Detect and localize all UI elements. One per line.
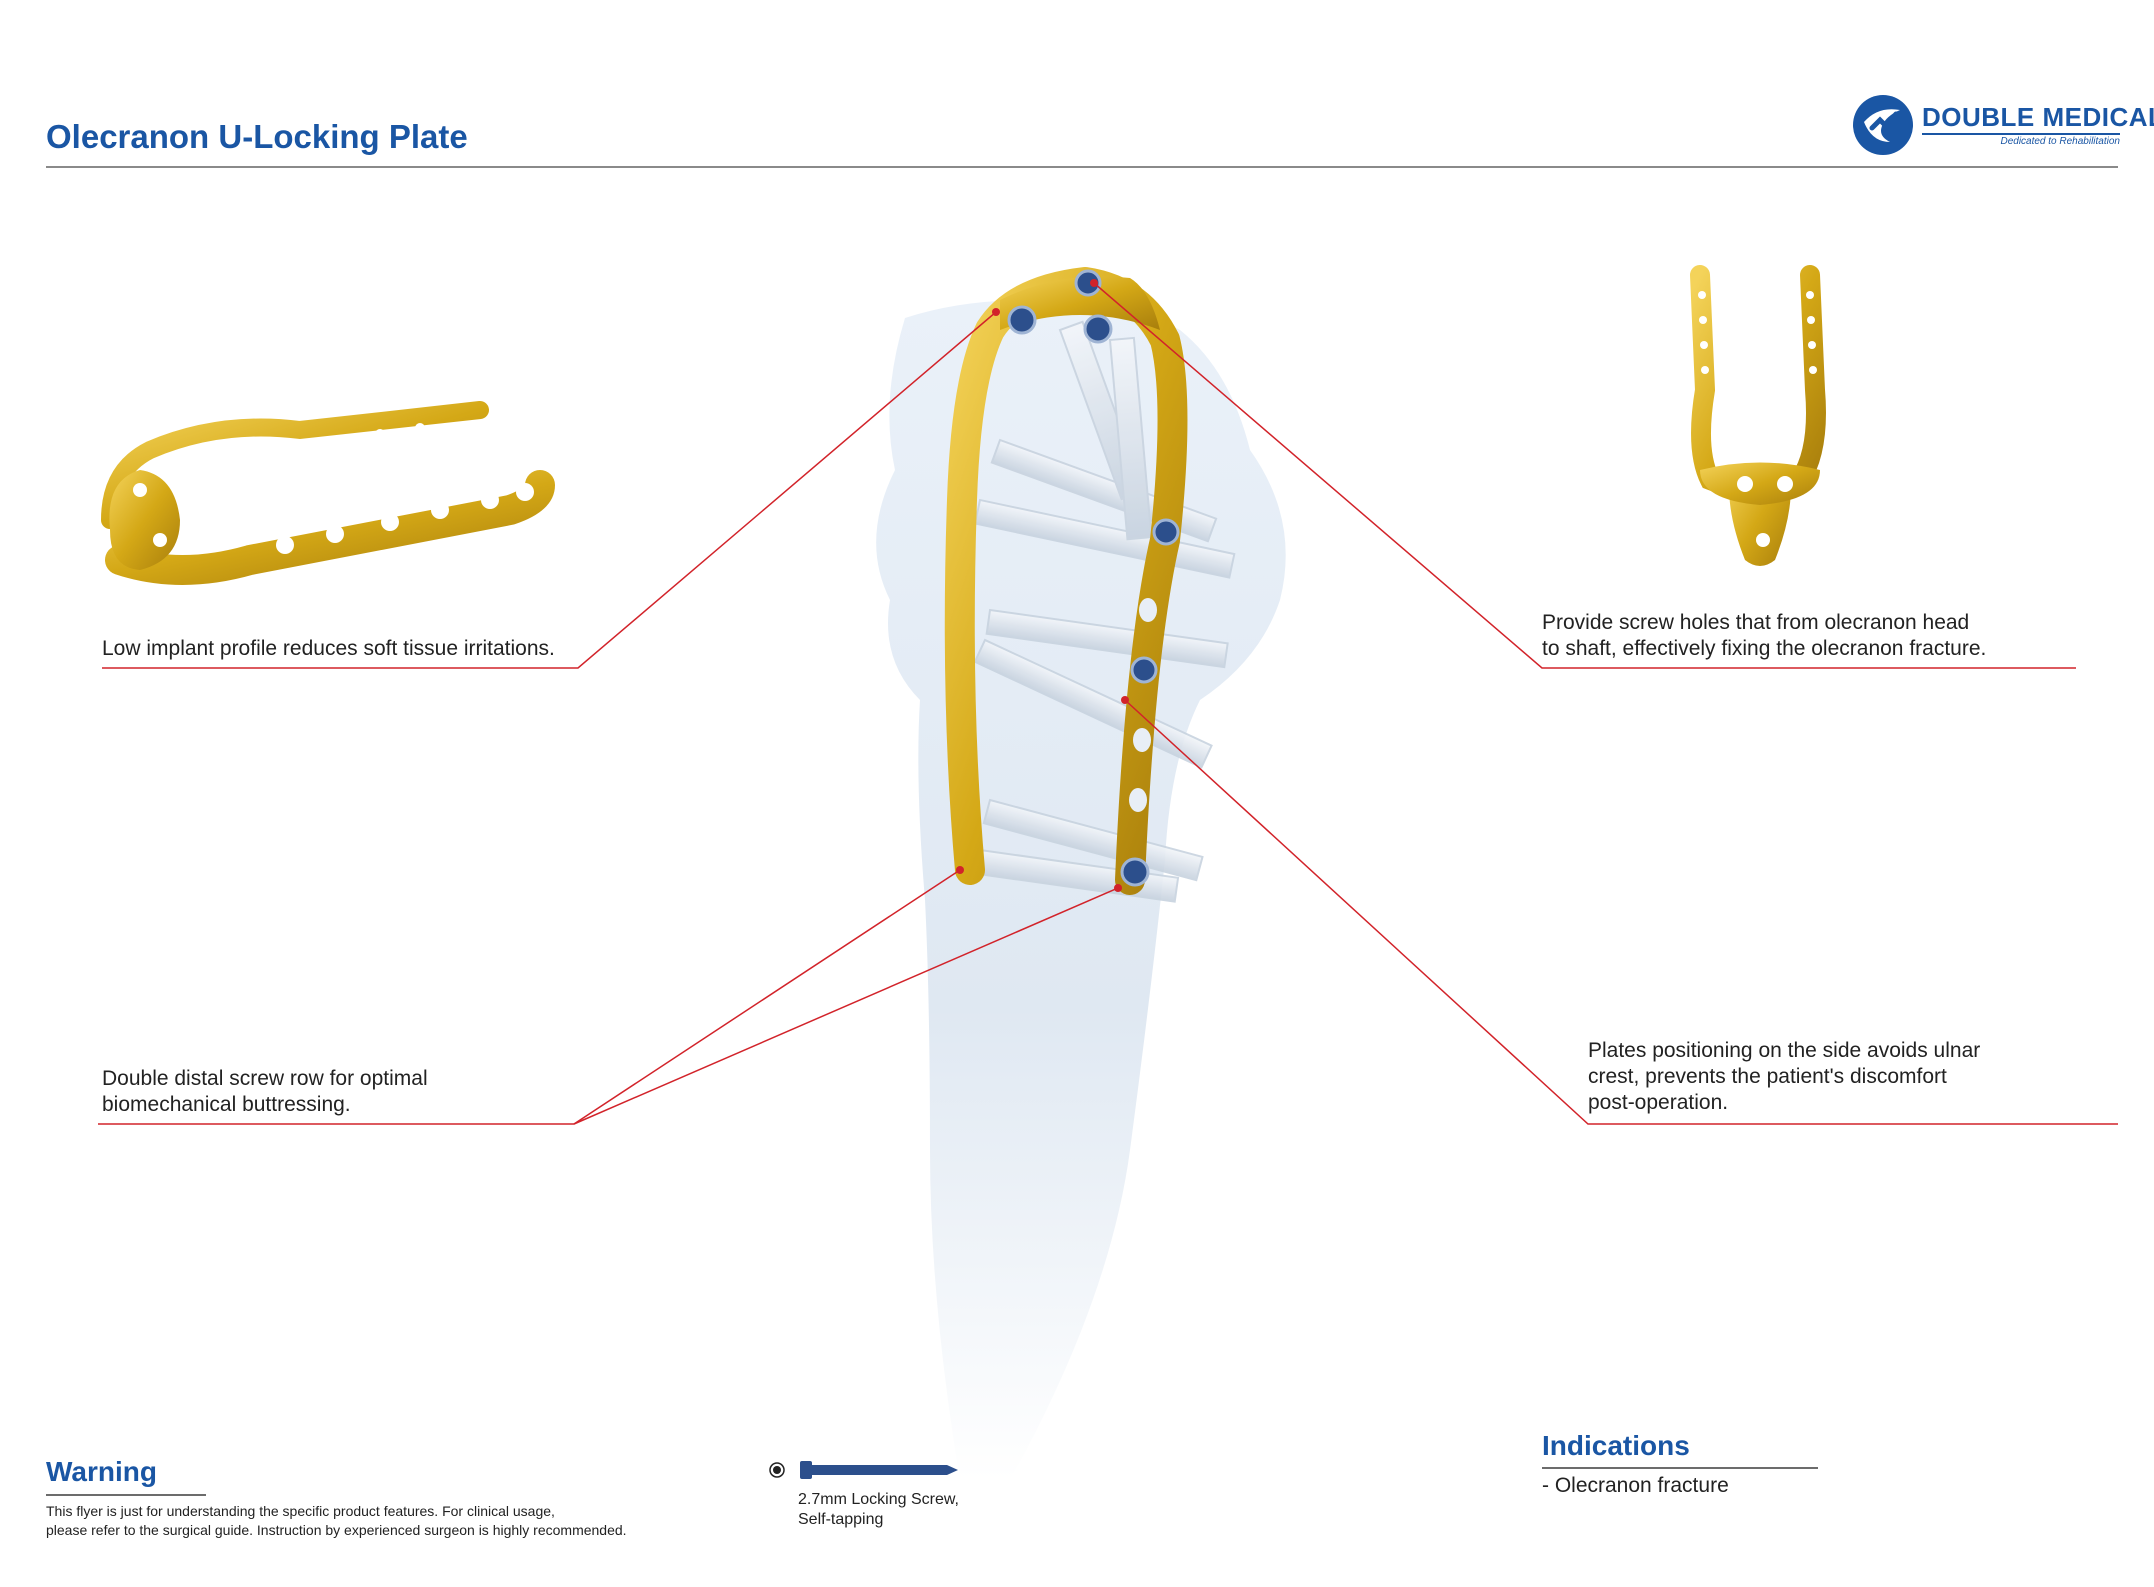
screw-heads [1007, 269, 1180, 887]
plate-holes [1129, 598, 1157, 812]
company-logo: DOUBLE MEDICAL Dedicated to Rehabilitati… [1850, 92, 2154, 160]
indication-item: - Olecranon fracture [1542, 1474, 1729, 1497]
warning-text: This flyer is just for understanding the… [46, 1502, 627, 1540]
indications-rule [1542, 1467, 1818, 1469]
warning-title: Warning [46, 1456, 157, 1487]
logo-mark-icon [1853, 95, 1913, 155]
callout-low-profile: Low implant profile reduces soft tissue … [102, 637, 555, 660]
callout-line: post-operation. [1588, 1091, 1729, 1114]
indications-title: Indications [1542, 1430, 1690, 1461]
callout-line: Provide screw holes that from olecranon … [1542, 611, 1970, 634]
page-title: Olecranon U-Locking Plate [46, 118, 468, 155]
warning-line: This flyer is just for understanding the… [46, 1503, 555, 1519]
plate-side-view [101, 401, 555, 585]
plate-front-view [1690, 265, 1826, 566]
screw-legend-line: 2.7mm Locking Screw, [798, 1491, 959, 1508]
callout-distal-row: Double distal screw row for optimal biom… [102, 1066, 428, 1118]
callout-line: Plates positioning on the side avoids ul… [1588, 1039, 1981, 1062]
screw-legend-line: Self-tapping [798, 1511, 884, 1528]
callout-screw-holes: Provide screw holes that from olecranon … [1542, 610, 1986, 662]
callout-line: crest, prevents the patient's discomfort [1588, 1065, 1947, 1088]
logo-rule [1922, 133, 2120, 135]
warning-line: please refer to the surgical guide. Inst… [46, 1522, 627, 1538]
callout-lines [98, 282, 2118, 1125]
callout-line: to shaft, effectively fixing the olecran… [1542, 637, 1987, 660]
callout-side-positioning: Plates positioning on the side avoids ul… [1588, 1038, 1980, 1116]
ulna-bone [876, 299, 1286, 1480]
screw-legend-text: 2.7mm Locking Screw, Self-tapping [798, 1490, 959, 1530]
callout-dots [956, 279, 1129, 892]
logo-tagline: Dedicated to Rehabilitation [2000, 136, 2120, 147]
plate-head [1000, 276, 1160, 330]
callout-line: Double distal screw row for optimal [102, 1067, 428, 1090]
callout-line: biomechanical buttressing. [102, 1093, 351, 1116]
logo-brand-text: DOUBLE MEDICAL [1922, 102, 2154, 132]
warning-rule [46, 1494, 206, 1496]
locking-screw-icon [769, 1461, 958, 1479]
header-divider [46, 166, 2118, 168]
